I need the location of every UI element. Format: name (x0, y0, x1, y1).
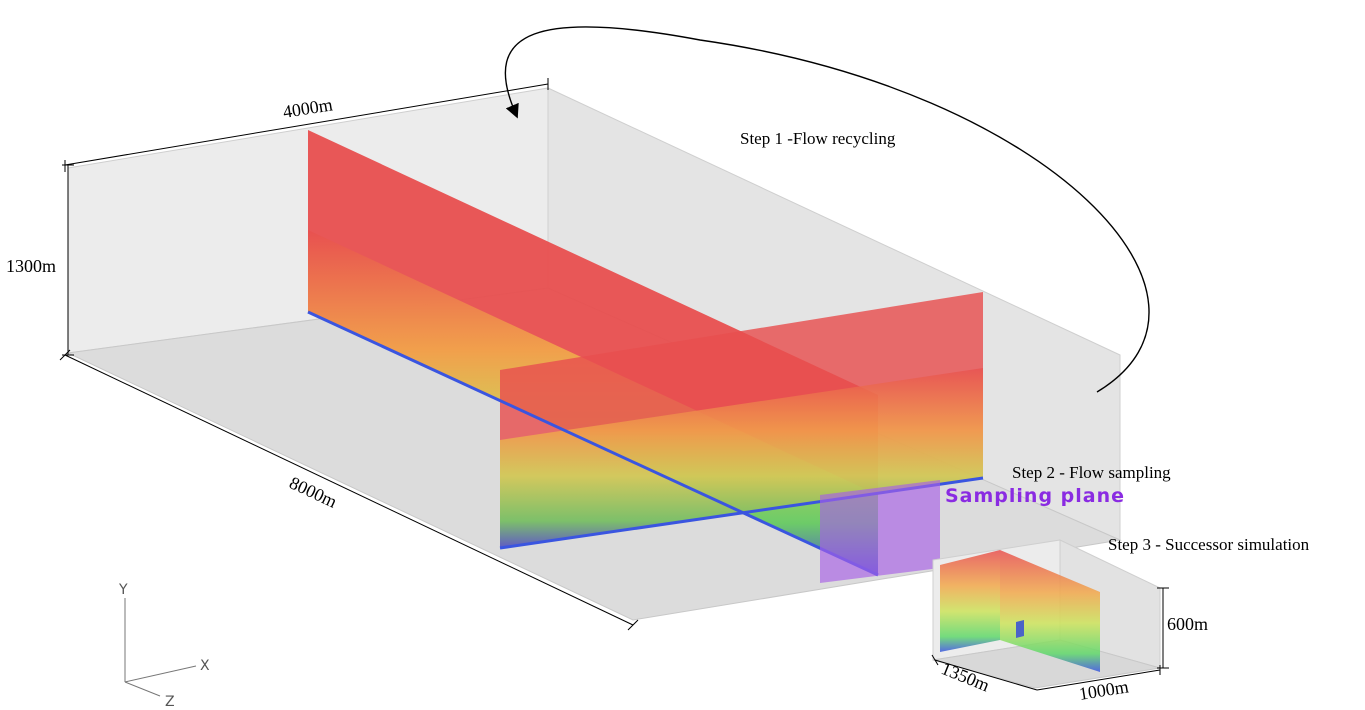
dim-line-successor-width (1036, 669, 1161, 691)
x-axis-label: X (200, 658, 210, 674)
z-axis-line (124, 681, 161, 697)
dim-length-label: 8000m (286, 472, 340, 511)
recycling-arrow (504, 26, 1150, 393)
step1-label: Step 1 -Flow recycling (740, 129, 896, 148)
spanwise-plane-turbulence (500, 368, 983, 548)
dim-height-label: 1300m (6, 256, 56, 276)
dim-successor-height-label: 600m (1167, 614, 1208, 634)
y-axis-label: Y (118, 582, 128, 598)
successor-building (1016, 620, 1024, 638)
sampling-plane (820, 480, 940, 583)
wall-line-streamwise (307, 310, 879, 577)
dim-width-label: 4000m (281, 94, 334, 122)
step2-label: Step 2 - Flow sampling (1012, 463, 1171, 482)
successor-domain-box (932, 539, 1161, 689)
dim-successor-width-label: 1000m (1077, 676, 1130, 704)
sampling-plane-label: Sampling plane (945, 485, 1125, 507)
dim-line-length (64, 354, 634, 626)
successor-flow-plane-x (940, 550, 1000, 652)
step3-label: Step 3 - Successor simulation (1108, 535, 1310, 554)
axes-triad (124, 598, 197, 697)
dim-line-successor-length (934, 659, 1038, 691)
x-axis-line (124, 665, 197, 683)
dimension-lines (59, 78, 1169, 691)
z-axis-label: Z (165, 694, 175, 710)
successor-flow-plane-z (1000, 550, 1100, 672)
main-flow-planes (307, 130, 984, 577)
dim-line-width (64, 83, 549, 166)
